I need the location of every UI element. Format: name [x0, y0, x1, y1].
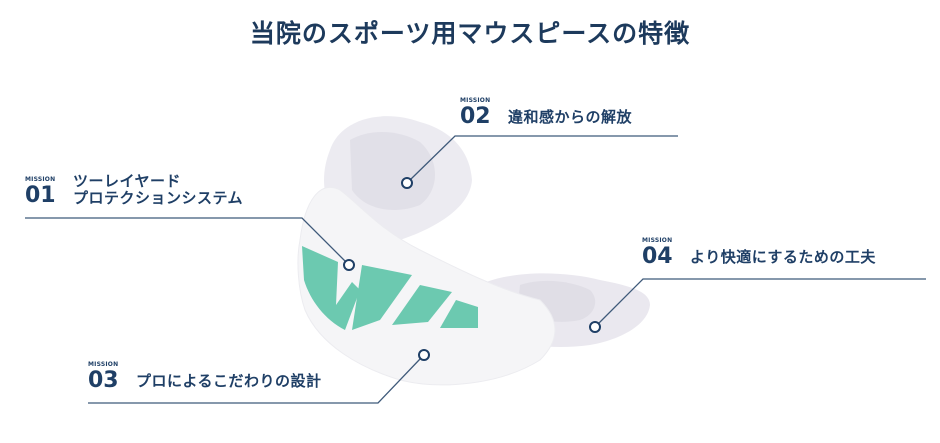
mission-number: 03 — [88, 368, 119, 393]
mission-number: 01 — [25, 183, 56, 208]
leader-line-04 — [598, 278, 926, 324]
mission-tag: MISSION — [642, 237, 673, 244]
mission-label: 違和感からの解放 — [508, 108, 633, 126]
mission-number: 02 — [460, 104, 491, 129]
leader-line-02 — [410, 135, 678, 180]
mint-stripe-2 — [352, 265, 412, 330]
mission-label: プロによるこだわりの設計 — [136, 372, 322, 390]
page-title: 当院のスポーツ用マウスピースの特徴 — [249, 19, 691, 48]
mint-stripe-1 — [302, 246, 360, 330]
mint-stripe-3 — [392, 285, 452, 325]
white-mouthpiece-body — [297, 187, 556, 386]
mission-number: 04 — [642, 244, 673, 269]
mint-stripe-4 — [440, 300, 478, 328]
point-marker-04 — [589, 321, 601, 333]
leader-line-01 — [25, 217, 346, 262]
point-marker-03 — [418, 349, 430, 361]
mission-label-line2: プロテクションシステム — [73, 189, 244, 207]
mission-tag: MISSION — [88, 361, 119, 368]
mission-tag: MISSION — [25, 176, 56, 183]
mission-label-line1: ツーレイヤード — [73, 172, 182, 190]
point-marker-02 — [401, 177, 413, 189]
point-marker-01 — [343, 259, 355, 271]
mission-label: より快適にするための工夫 — [690, 248, 876, 266]
mission-tag: MISSION — [460, 97, 491, 104]
leader-line-03 — [88, 358, 421, 404]
